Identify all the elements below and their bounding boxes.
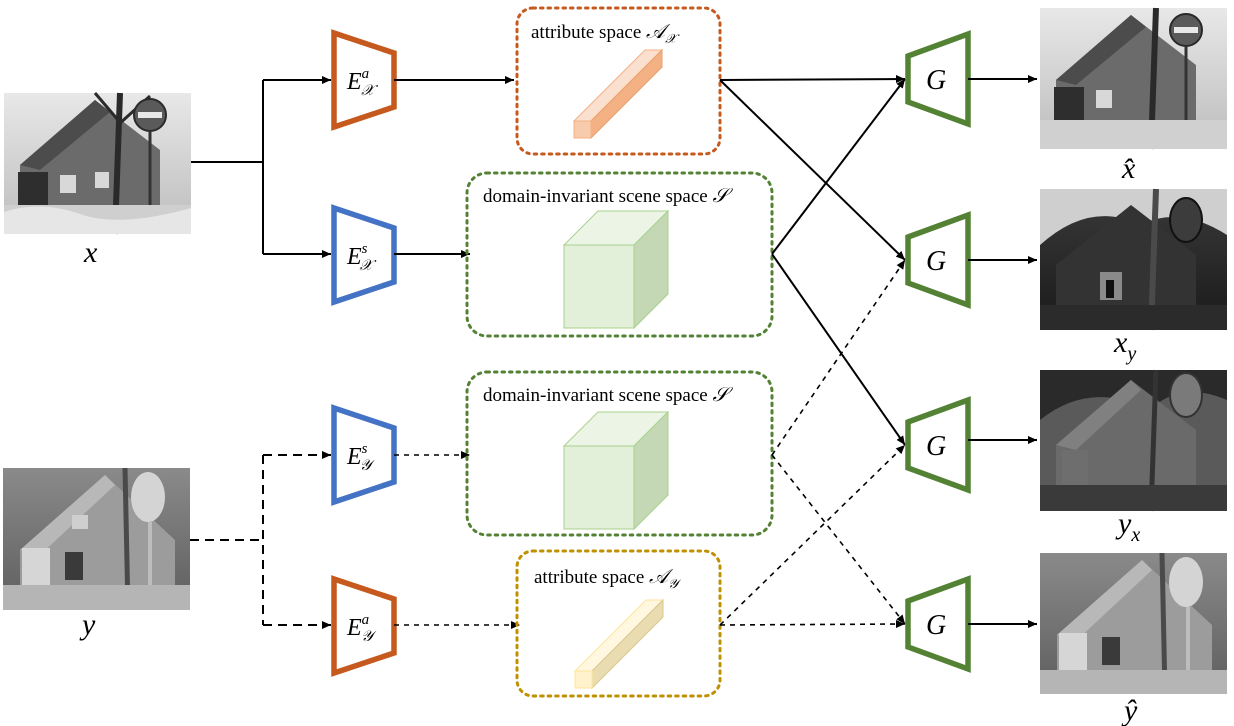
enc-ex-attr-sup: a: [362, 66, 370, 82]
generator-3-label: G: [926, 431, 946, 462]
label-x-hat: x̂: [1121, 152, 1136, 185]
label-y-x: yx: [1115, 507, 1140, 546]
scene-top-cube: [562, 209, 670, 330]
label-y-hat: ŷ: [1121, 694, 1138, 726]
attr-x-label: attribute space: [531, 22, 641, 43]
output-image-x-hat: [1040, 7, 1227, 150]
scene-space-bottom: domain-invariant scene space 𝒮: [465, 370, 774, 537]
attr-x-bar: [572, 48, 664, 140]
label-y-x-sub: x: [1130, 524, 1140, 546]
label-x: x: [83, 236, 98, 269]
label-x-y: xy: [1113, 326, 1136, 365]
generator-4-label: G: [926, 610, 946, 641]
input-image-y: [3, 467, 190, 611]
arrow-sceney-to-g4: [771, 454, 906, 625]
arrow-attrx-to-g2: [719, 79, 906, 261]
generator-4: G: [905, 575, 971, 673]
scene-bottom-label: domain-invariant scene space: [483, 385, 708, 406]
label-y-x-base: y: [1115, 507, 1132, 540]
enc-ex-attr-sub: 𝒳: [361, 83, 378, 99]
attribute-space-x: attribute space 𝒜𝒳: [515, 6, 722, 156]
generator-3: G: [905, 396, 971, 494]
scene-bottom-cube: [562, 410, 670, 531]
enc-ey-scene-base: E: [346, 444, 362, 470]
svg-text:Es𝒳: Es𝒳: [346, 241, 377, 274]
enc-ex-scene-base: E: [346, 244, 362, 270]
arrow-sceney-to-g2: [771, 259, 906, 456]
attr-y-sub: 𝒴: [668, 577, 682, 592]
svg-text:attribute space 𝒜𝒳: attribute space 𝒜𝒳: [531, 19, 680, 47]
arrow-attry-to-g4: [719, 620, 906, 629]
enc-ey-attr-base: E: [346, 615, 362, 641]
arrow-scenex-to-g1: [771, 78, 906, 255]
generator-2-label: G: [926, 246, 946, 277]
arrow-attry-to-g3: [719, 444, 906, 626]
enc-ex-scene-sub: 𝒳: [360, 258, 377, 274]
attr-y-bar: [573, 598, 665, 690]
attr-y-label: attribute space: [534, 567, 644, 588]
input-image-x: [4, 92, 191, 235]
output-image-y-hat: [1040, 552, 1227, 695]
svg-text:domain-invariant scene space �: domain-invariant scene space 𝒮: [483, 382, 733, 406]
label-y: y: [79, 608, 96, 641]
enc-ex-attr-base: E: [346, 69, 362, 95]
enc-ey-attr-sup: a: [362, 612, 370, 628]
scene-bottom-symbol: 𝒮: [712, 382, 733, 406]
enc-ex-scene-sup: s: [362, 241, 368, 257]
svg-text:attribute space 𝒜𝒴: attribute space 𝒜𝒴: [534, 564, 682, 592]
arrow-scenex-to-g3: [771, 253, 906, 446]
generator-2: G: [905, 211, 971, 309]
label-x-y-sub: y: [1125, 343, 1136, 365]
generator-1: G: [905, 30, 971, 128]
svg-text:Ea𝒳: Ea𝒳: [346, 66, 378, 99]
svg-text:domain-invariant scene space �: domain-invariant scene space 𝒮: [483, 183, 733, 207]
output-image-x-y: [1040, 188, 1227, 331]
enc-ey-scene-sup: s: [362, 441, 368, 457]
attr-x-sub: 𝒳: [665, 32, 680, 47]
generator-1-label: G: [926, 65, 946, 96]
output-image-y-x: [1040, 369, 1227, 512]
attribute-space-y: attribute space 𝒜𝒴: [515, 549, 722, 698]
scene-space-top: domain-invariant scene space 𝒮: [465, 171, 774, 338]
scene-top-label: domain-invariant scene space: [483, 186, 708, 207]
label-x-y-base: x: [1113, 326, 1128, 359]
arrow-attrx-to-g1: [719, 75, 906, 84]
scene-top-symbol: 𝒮: [712, 183, 733, 207]
